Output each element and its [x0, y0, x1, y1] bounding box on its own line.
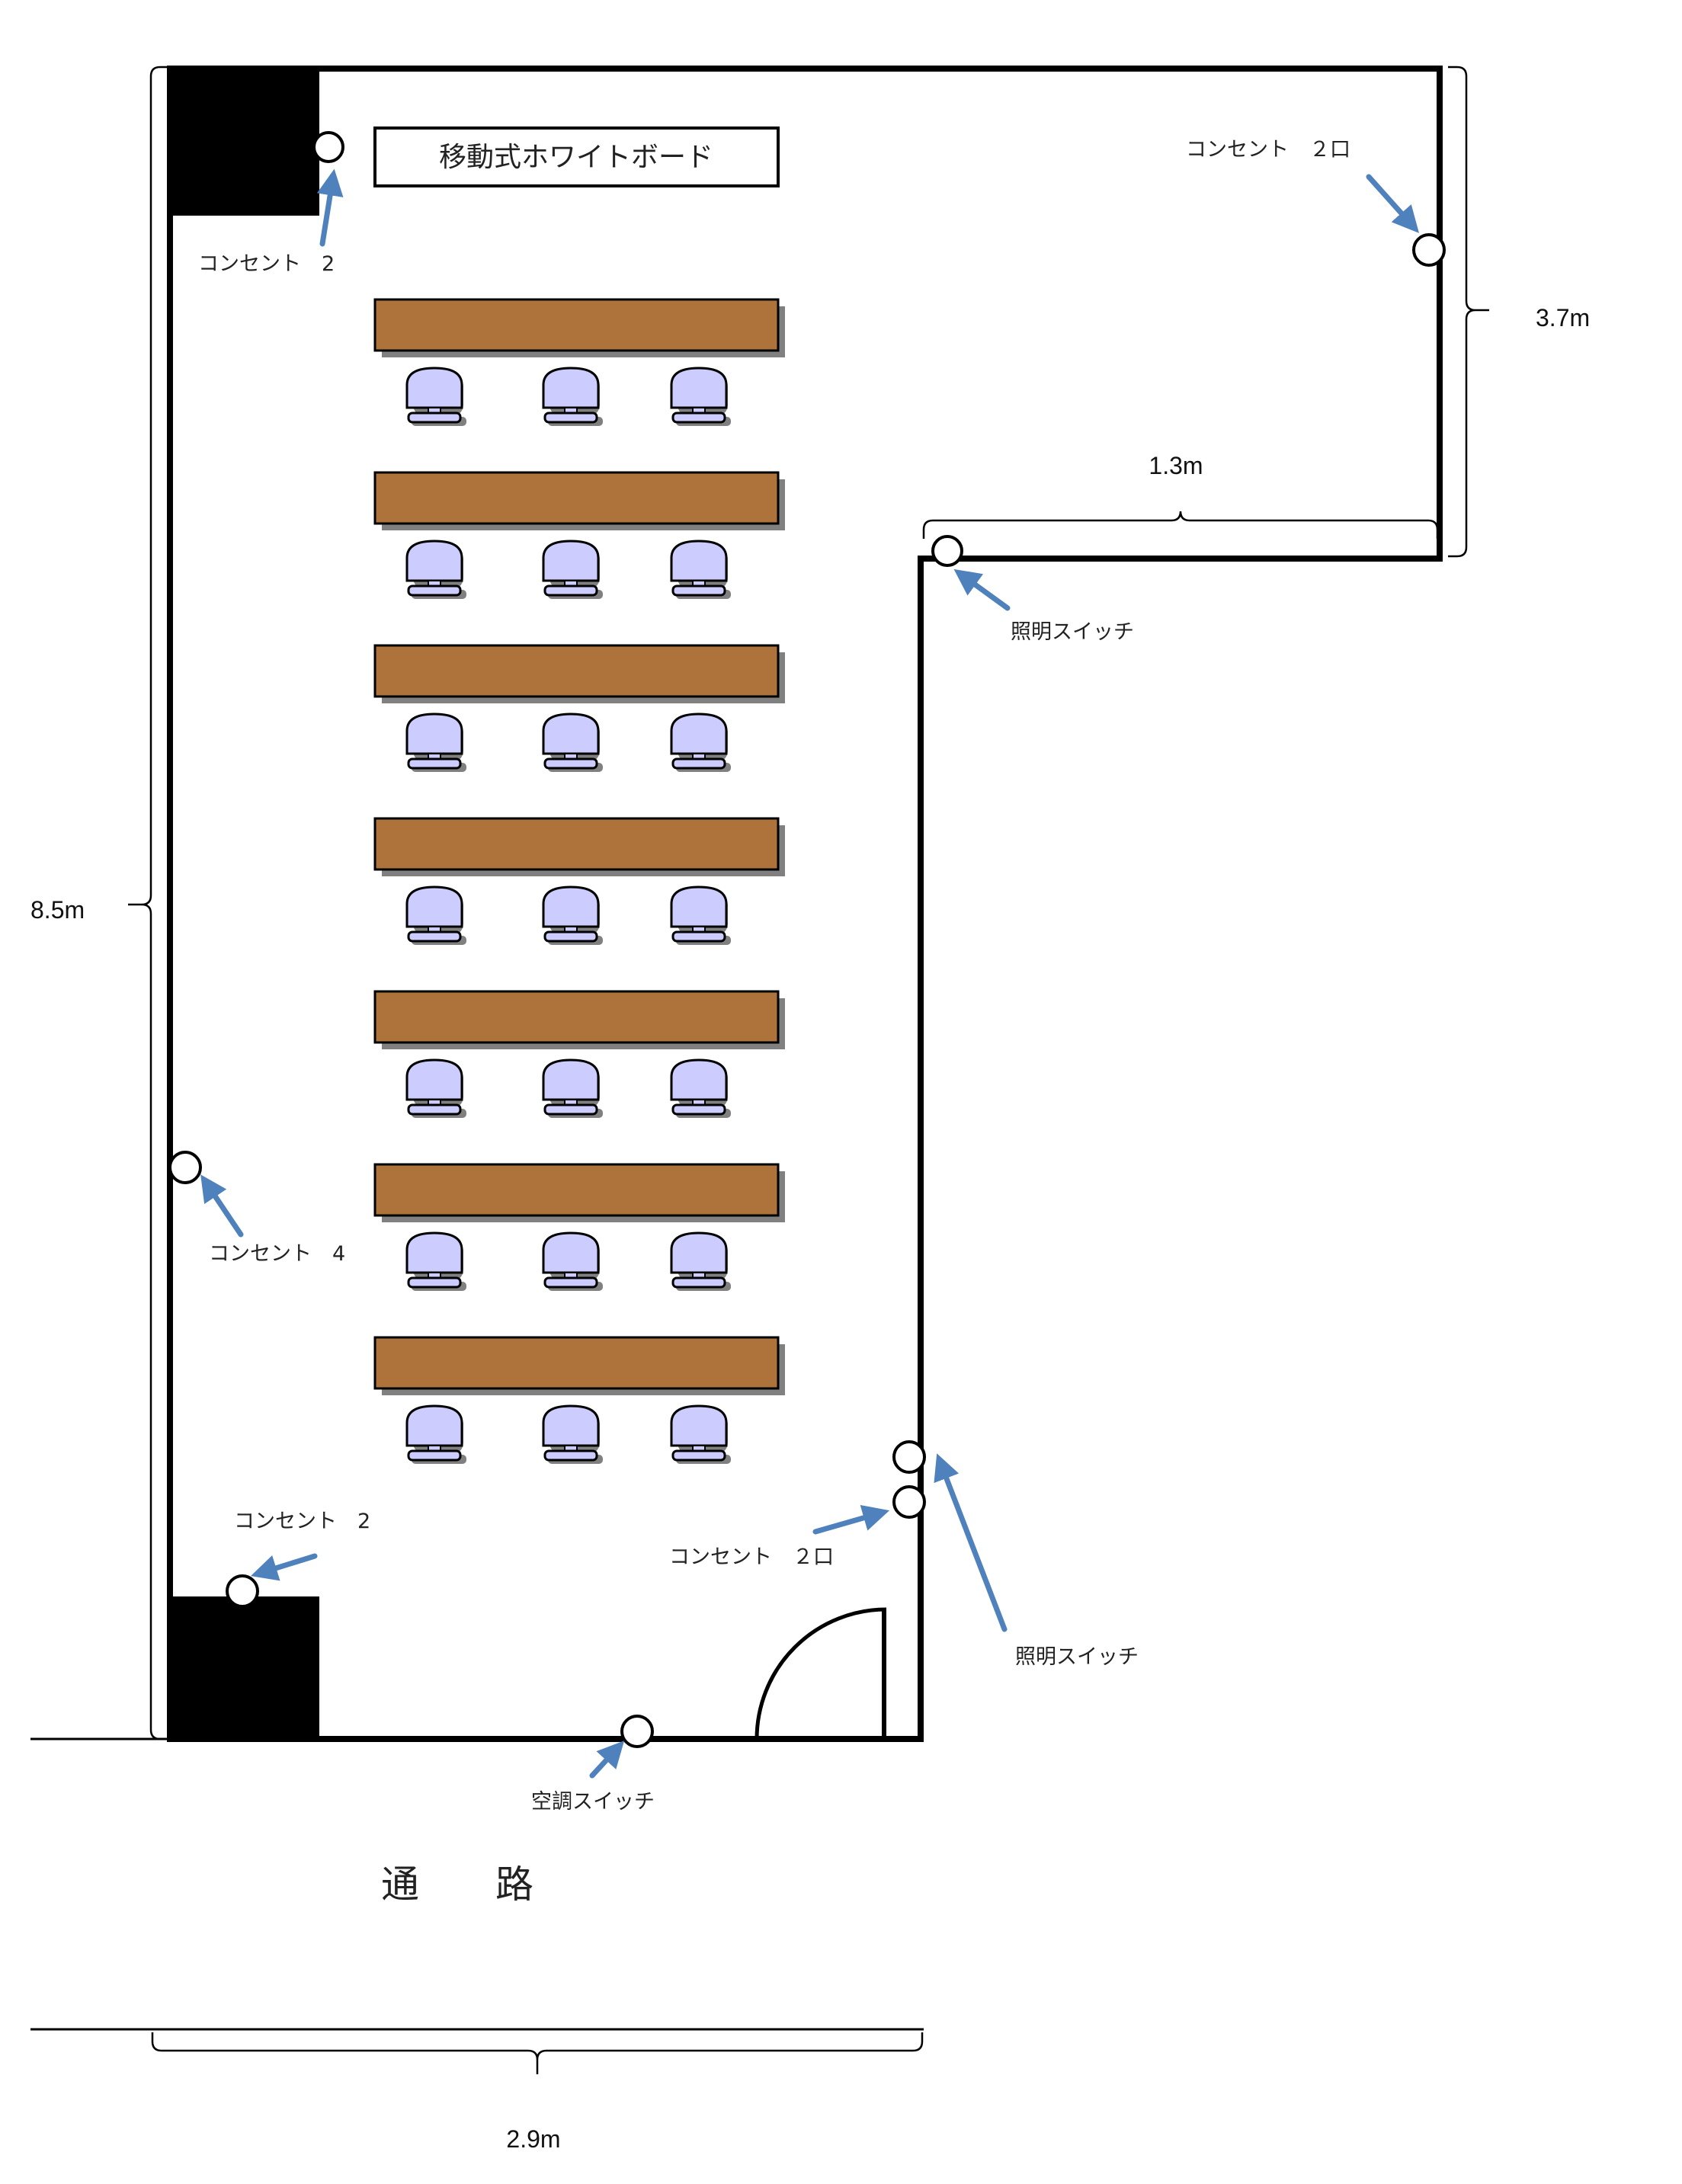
outlet-bottom-left-marker — [226, 1574, 259, 1608]
light-switch-upper-label: 照明スイッチ — [1011, 620, 1134, 644]
chair — [670, 1231, 731, 1291]
desk — [373, 1163, 780, 1217]
whiteboard-label: 移動式ホワイトボード — [439, 142, 713, 173]
chair — [405, 885, 466, 945]
chair — [542, 713, 603, 772]
corridor-label: 通 路 — [381, 1862, 533, 1907]
chair — [405, 713, 466, 772]
chair — [670, 1058, 731, 1118]
arrow-aircon-switch — [589, 1740, 625, 1779]
outlet-bottom-left-label: コンセント 2 — [234, 1510, 370, 1533]
pillar-top — [171, 69, 319, 216]
chair — [405, 1058, 466, 1118]
chair — [670, 367, 731, 426]
bracket-bottom-width — [151, 2032, 924, 2074]
chair — [542, 1058, 603, 1118]
aircon-switch-marker — [620, 1715, 654, 1748]
aircon-switch-label: 空調スイッチ — [531, 1790, 655, 1814]
dimension-right-height: 3.7m — [1536, 304, 1590, 331]
arrow-outlet-top-left — [316, 168, 344, 247]
dimension-brackets — [128, 66, 1489, 2074]
outlet-top-left-marker — [312, 131, 344, 163]
arrow-light-switch-upper — [953, 568, 1011, 611]
chair — [405, 367, 466, 426]
whiteboard — [373, 126, 780, 187]
desk — [373, 471, 780, 525]
arrows — [200, 168, 1419, 1779]
bracket-right-height — [1448, 66, 1489, 558]
light-switch-lower-marker — [892, 1440, 926, 1474]
outlet-top-right-marker — [1412, 233, 1446, 267]
room-walls — [167, 66, 1443, 1742]
arrow-light-switch-lower — [934, 1453, 1008, 1632]
chair — [670, 713, 731, 772]
chair — [542, 367, 603, 426]
light-switch-lower-label: 照明スイッチ — [1015, 1645, 1139, 1669]
outlet-top-right-label: コンセント ２口 — [1186, 138, 1350, 162]
arrow-outlet-bottom-left — [250, 1553, 318, 1581]
chair — [542, 1231, 603, 1291]
door-swing — [754, 1607, 887, 1740]
chair — [542, 885, 603, 945]
chair — [670, 540, 731, 599]
chair — [670, 1404, 731, 1464]
furniture — [373, 298, 785, 1464]
arrow-outlet-top-right — [1366, 174, 1419, 233]
dimension-bottom-width: 2.9m — [506, 2125, 560, 2153]
outlet-bottom-right-label: コンセント ２口 — [669, 1545, 834, 1569]
outlet-bottom-right-marker — [892, 1485, 926, 1519]
chair — [405, 540, 466, 599]
arrow-outlet-left-wall — [200, 1174, 244, 1238]
light-switch-upper-marker — [931, 535, 963, 567]
dimension-left-height: 8.5m — [30, 896, 85, 924]
desk — [373, 817, 780, 871]
desk — [373, 1336, 780, 1390]
outlet-left-wall-label: コンセント 4 — [209, 1242, 345, 1266]
desk — [373, 644, 780, 698]
pillar-bottom — [171, 1596, 319, 1739]
bracket-step-width — [922, 511, 1439, 539]
dimension-step-width: 1.3m — [1149, 452, 1203, 479]
chair — [542, 540, 603, 599]
arrow-outlet-bottom-right — [812, 1504, 890, 1535]
outlet-top-left-label: コンセント 2 — [198, 252, 335, 276]
desk — [373, 990, 780, 1044]
chair — [542, 1404, 603, 1464]
chair — [670, 885, 731, 945]
chair — [405, 1231, 466, 1291]
bracket-left-height — [128, 66, 170, 1740]
outlet-left-wall-marker — [168, 1151, 202, 1184]
chair — [405, 1404, 466, 1464]
desk — [373, 298, 780, 352]
